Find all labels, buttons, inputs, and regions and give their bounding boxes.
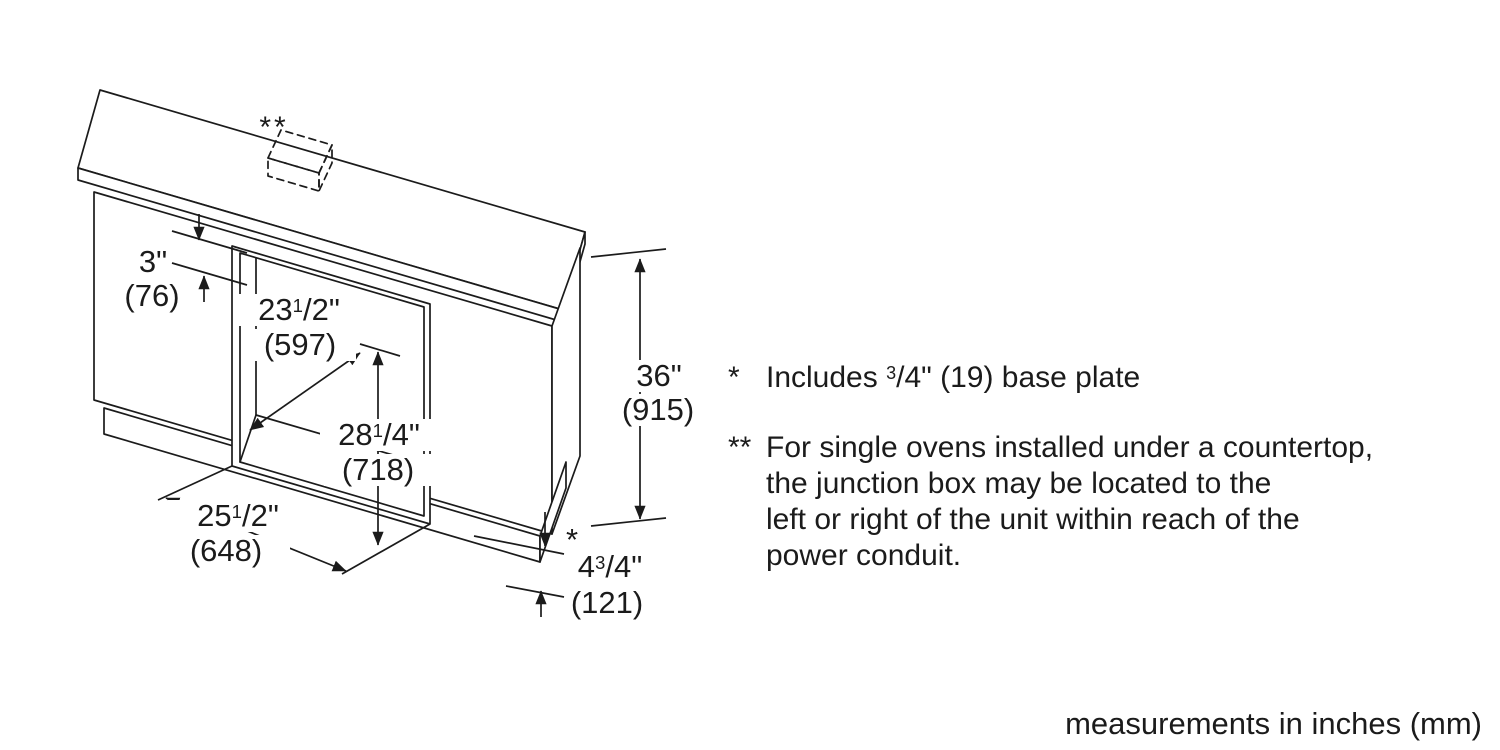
note-base-plate-frac-slash: / [896,361,905,394]
note-junction-box-line-4: power conduit. [766,539,962,572]
note-base-plate-before: Includes [766,361,887,394]
dim-cutout-height-mm: (718) [324,453,432,487]
dim-base-height-denominator: 4 [613,549,632,584]
dim-gap-3in [171,214,248,302]
junction-box-marker: ** [259,111,289,144]
dim-depth-slash: / [241,498,251,533]
note-base-plate: * Includes 3/4" (19) base plate [728,360,1348,399]
dim-cutout-width-numerator: 1 [292,294,303,316]
dim-cutout-height-inches: 281/4" [320,417,438,452]
dim-depth-whole: 25 [197,498,232,533]
dim-base-height-numerator: 3 [595,551,606,573]
note-base-plate-marker: * [728,361,740,394]
dim-cutout-height-slash: / [382,417,392,452]
dim-cutout-height-denominator: 4 [391,417,409,452]
note-junction-box-line-3: left or right of the unit within reach o… [766,503,1300,536]
dim-depth-unit: " [267,498,279,533]
dim-cutout-width-inches: 231/2" [236,292,362,327]
note-base-plate-frac-num: 3 [886,362,897,383]
dim-base-height-inches: 43/4" [554,549,666,584]
dim-cutout-height-whole: 28 [338,417,373,452]
note-junction-box: ** For single ovens installed under a co… [728,430,1448,574]
dim-gap-mm: (76) [124,278,180,313]
dim-depth-denominator: 2 [250,498,268,533]
dim-cutout-width-23-5in [249,352,361,431]
dim-cutout-height-unit: " [408,417,420,452]
dim-depth-inches: 251/2" [168,498,308,533]
note-base-plate-frac-den: 4 [904,361,922,394]
dim-cutout-width-mm: (597) [244,328,356,362]
dim-counter-height-mm: (915) [604,393,712,427]
dim-base-height-whole: 4 [577,549,595,584]
junction-box [267,129,333,192]
note-junction-box-line-1: For single ovens installed under a count… [766,431,1374,464]
dim-base-height-4-75in [473,512,565,617]
dim-base-height-mm: (121) [570,585,644,620]
note-junction-box-line-2: the junction box may be located to the [766,467,1272,500]
dim-counter-height-inches: 36" [614,359,704,393]
dim-depth-numerator: 1 [231,500,242,522]
note-base-plate-after: " (19) base plate [921,361,1141,394]
dim-cutout-width-unit: " [328,292,340,327]
dim-cutout-width-denominator: 2 [311,292,329,327]
dim-cutout-width-whole: 23 [258,292,293,327]
dim-cutout-width-slash: / [302,292,312,327]
note-junction-box-text: For single ovens installed under a count… [766,430,1373,574]
dim-cutout-height-numerator: 1 [372,419,383,441]
note-junction-box-marker: ** [728,431,752,464]
dim-depth-mm: (648) [162,534,290,568]
base-plate-marker: * [565,522,579,557]
note-base-plate-text: Includes 3/4" (19) base plate [766,360,1140,399]
measurements-footnote: measurements in inches (mm) [1065,706,1482,741]
dim-gap-inches: 3" [138,244,168,279]
dim-base-height-slash: / [605,549,614,584]
dim-base-height-unit: " [631,549,643,584]
